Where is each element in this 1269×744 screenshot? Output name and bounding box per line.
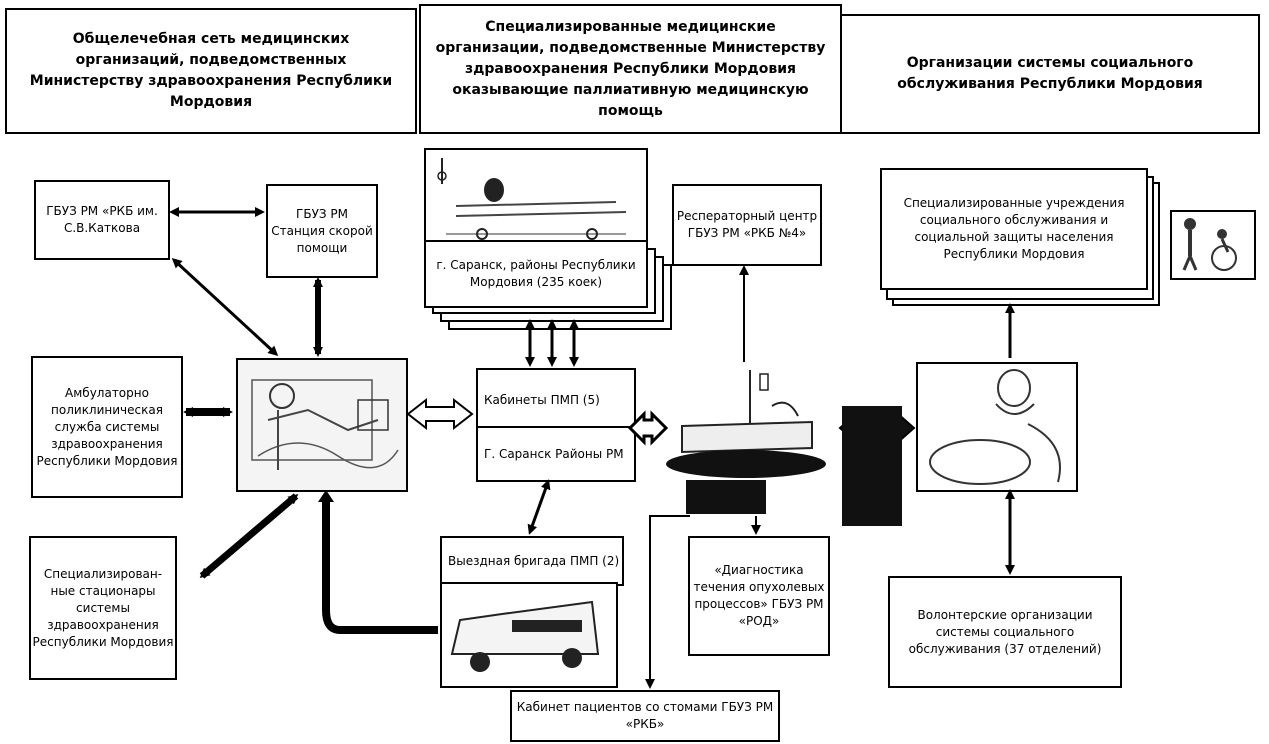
node-mobile-team: Выездная бригада ПМП (2) (440, 536, 624, 586)
arrow-saransk-mobile (527, 479, 551, 535)
node-respiratory-center: Респераторный центр ГБУЗ РМ «РКБ №4» (672, 184, 822, 266)
node-saransk-districts: Г. Саранск Районы РМ (476, 426, 636, 482)
hospital-room-illustration (236, 358, 408, 492)
dark-connector-block-2 (686, 480, 766, 514)
hospital-bed-sketch (437, 158, 627, 240)
arrow-rkb-hub (171, 257, 279, 357)
ambulance-sketch (450, 600, 600, 672)
arrow-pmp-bed (627, 410, 669, 446)
hospital-room-sketch (251, 379, 399, 470)
header-specialized-organizations: Специализированные медицинские организац… (419, 4, 842, 134)
node-specialized-hospitals: Специализирован- ные стационары системы … (29, 536, 177, 680)
patient-care-sketch (929, 369, 1061, 485)
node-social-institutions: Специализированные учреждения социальног… (880, 168, 1148, 290)
node-outpatient-service: Амбулаторно поликлиническая служба систе… (31, 356, 183, 498)
header-general-network: Общелечебная сеть медицинских организаци… (5, 8, 417, 134)
dark-connector-block (842, 406, 902, 526)
patient-care-illustration (916, 362, 1078, 492)
node-stoma-cabinet: Кабинет пациентов со стомами ГБУЗ РМ «РК… (510, 690, 780, 742)
arrow-ambulance-car-hub (322, 496, 438, 634)
header-social-organizations: Организации системы социального обслужив… (840, 14, 1260, 134)
node-hospices: г. Саранск, районы Республики Мордовия (… (424, 240, 648, 308)
iv-drip-illustration (662, 366, 830, 484)
node-ambulance-station: ГБУЗ РМ Станция скорой помощи (266, 184, 378, 278)
patient-bed-illustration (424, 148, 648, 246)
ambulance-vehicle-illustration (440, 582, 618, 688)
wheelchair-sketch (1182, 218, 1237, 271)
arrow-spec-hospitals-hub (199, 493, 299, 579)
patient-bed-on-platform (666, 370, 826, 478)
wheelchair-icon (1170, 210, 1256, 280)
node-oncology-diagnostics: «Диагностика течения опухолевых процессо… (688, 536, 830, 656)
arrow-bed-stoma (645, 515, 690, 689)
arrow-hub-pmp (406, 397, 474, 431)
node-rkb-katkov: ГБУЗ РМ «РКБ им. С.В.Каткова (34, 180, 170, 260)
node-pmp-cabinets: Кабинеты ПМП (5) (476, 368, 636, 432)
node-volunteers: Волонтерские организации системы социаль… (888, 576, 1122, 688)
